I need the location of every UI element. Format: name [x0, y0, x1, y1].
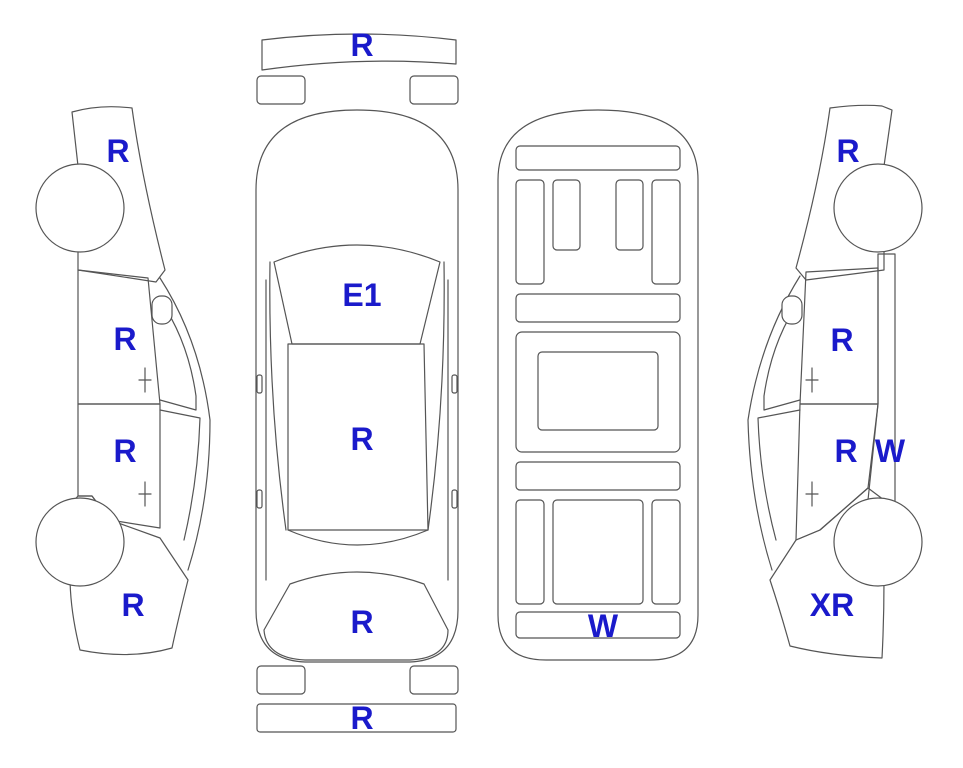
underbody-center-panel [537, 351, 659, 431]
label-left-front-fender: R [106, 133, 129, 169]
label-right-rear-door: R [834, 433, 857, 469]
top-left-handle [256, 489, 263, 509]
floor-rear-panel[interactable] [515, 611, 681, 639]
top-right-mirror [451, 374, 458, 394]
label-right-front-fender: R [836, 133, 859, 169]
hood-panel[interactable] [273, 244, 441, 345]
underbody-rear-left-rail [515, 499, 545, 605]
label-front-bumper: R [350, 27, 373, 63]
left-front-handle [138, 367, 152, 393]
top-view [255, 33, 459, 733]
left-rear-wheel [35, 497, 125, 587]
label-left-rear-door: R [113, 433, 136, 469]
underbody-mid-crossmember [515, 293, 681, 323]
label-right-front-door: R [830, 322, 853, 358]
left-front-wheel [35, 163, 125, 253]
label-rear-bumper: R [350, 700, 373, 736]
top-right-pillar [427, 261, 445, 531]
damage-labels: R R R R R E1 R R R W R R R W XR [106, 27, 905, 736]
trunk-panel[interactable] [263, 571, 449, 661]
label-trunk: R [350, 604, 373, 640]
rear-bumper-panel[interactable] [256, 703, 457, 733]
label-right-side-sill: W [875, 433, 906, 469]
underbody-rear-right-rail [651, 499, 681, 605]
underbody-view [497, 109, 699, 661]
left-cabin-outline [159, 277, 211, 571]
right-rear-window-line [757, 409, 801, 541]
right-cabin-outline [747, 275, 801, 571]
label-left-rear-quarter: R [121, 587, 144, 623]
front-bumper-panel[interactable] [261, 33, 457, 71]
right-mirror [781, 295, 803, 325]
left-rear-handle [138, 481, 152, 507]
rear-left-light [256, 665, 306, 695]
label-hood: E1 [342, 277, 381, 313]
underbody-rear-center [552, 499, 644, 605]
left-mirror [151, 295, 173, 325]
right-rear-wheel [833, 497, 923, 587]
top-right-handle [451, 489, 458, 509]
rear-window-line [287, 529, 429, 546]
right-front-handle [805, 367, 819, 393]
underbody-front-left-rail [515, 179, 545, 285]
rear-right-light [409, 665, 459, 695]
right-rear-handle [805, 481, 819, 507]
left-side-view [35, 106, 211, 656]
underbody-front-right-rail [651, 179, 681, 285]
label-right-rear-quarter: XR [810, 587, 854, 623]
top-left-mirror [256, 374, 263, 394]
right-front-wheel [833, 163, 923, 253]
underbody-outline [497, 109, 699, 661]
underbody-front-crossmember [515, 145, 681, 171]
left-rear-window-line [159, 409, 201, 541]
underbody-front-left-inner [552, 179, 581, 251]
front-right-light [409, 75, 459, 105]
top-left-pillar [269, 261, 287, 531]
underbody-front-right-inner [615, 179, 644, 251]
right-side-view [747, 104, 923, 659]
label-roof: R [350, 421, 373, 457]
underbody-rear-crossmember [515, 461, 681, 491]
label-floor-rear-panel: W [588, 608, 619, 644]
front-left-light [256, 75, 306, 105]
label-left-front-door: R [113, 321, 136, 357]
top-body-outline [255, 109, 459, 663]
